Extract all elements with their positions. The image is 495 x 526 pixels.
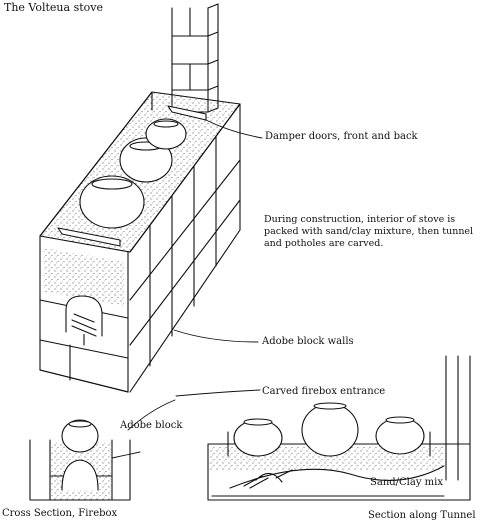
label-cross-section: Cross Section, Firebox (2, 508, 118, 519)
stove-body (39, 91, 241, 393)
label-adobe-block: Adobe block (120, 420, 183, 431)
section-along-tunnel (207, 355, 471, 501)
page-title: The Volteua stove (4, 1, 103, 14)
cross-section-firebox (29, 419, 131, 501)
pots (79, 118, 187, 229)
leader-lines (111, 119, 263, 459)
label-tunnel-section: Section along Tunnel (368, 510, 476, 521)
label-firebox-entrance: Carved firebox entrance (262, 386, 386, 397)
firebox-entrance (65, 295, 103, 337)
label-construction-note: During construction, interior of stove i… (264, 214, 474, 249)
label-damper-doors: Damper doors, front and back (265, 131, 418, 142)
damper-doors (57, 105, 207, 247)
label-sand-clay: Sand/Clay mix (370, 477, 443, 488)
label-adobe-walls: Adobe block walls (262, 336, 354, 347)
